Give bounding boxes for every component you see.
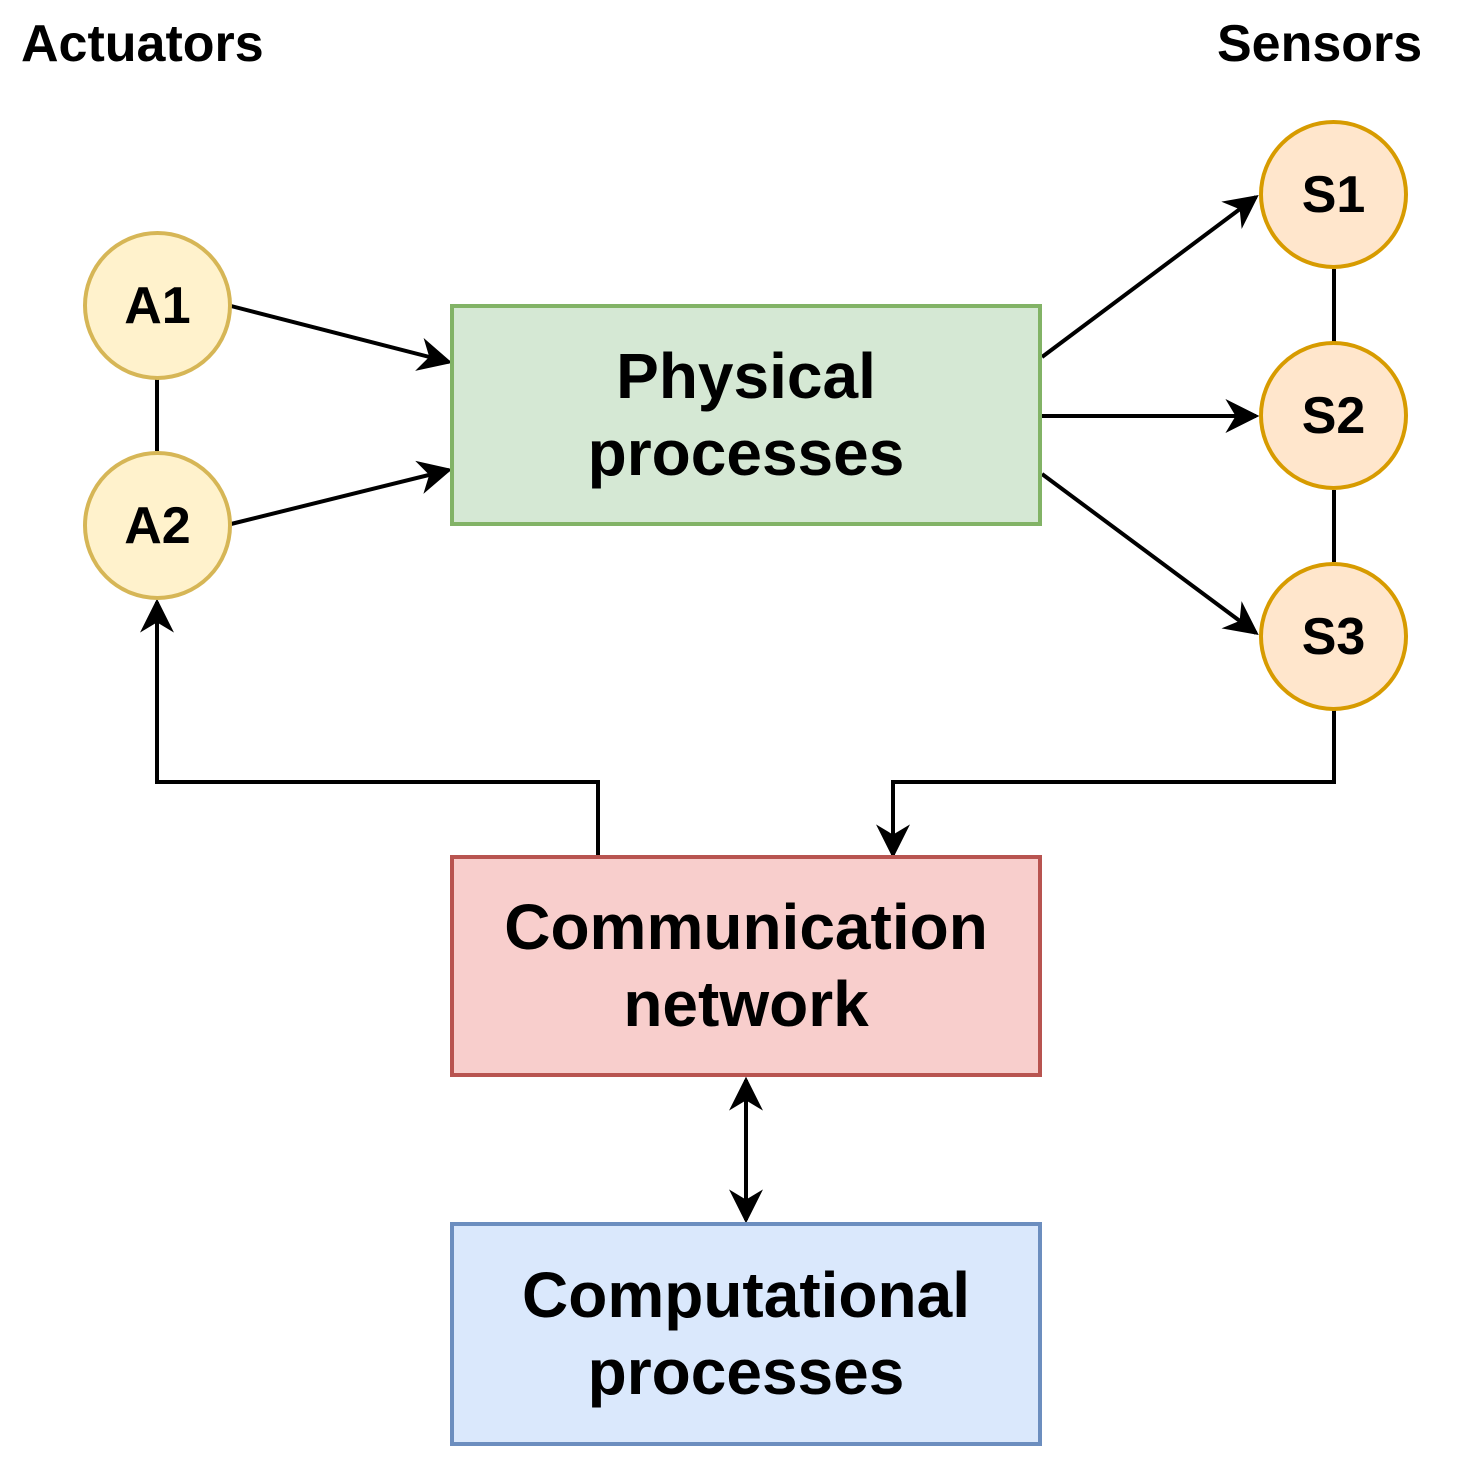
arrow-s3-to-network bbox=[876, 710, 1336, 859]
physical-processes-line2: processes bbox=[587, 417, 905, 489]
physical-processes-line1: Physical bbox=[616, 340, 876, 413]
sensors-heading: Sensors bbox=[1217, 15, 1423, 73]
communication-network-box[interactable]: Communication network bbox=[450, 855, 1042, 1077]
sensor-node-s1-label: S1 bbox=[1301, 165, 1366, 224]
computational-processes-line2: processes bbox=[587, 1336, 905, 1408]
arrow-a1-to-physical bbox=[230, 304, 453, 371]
communication-network-line1: Communication bbox=[504, 891, 988, 964]
communication-network-line2: network bbox=[623, 968, 869, 1040]
sensor-node-s1[interactable]: S1 bbox=[1259, 120, 1408, 269]
actuator-node-a1[interactable]: A1 bbox=[83, 231, 232, 380]
arrow-a2-to-physical bbox=[230, 460, 453, 526]
computational-processes-line1: Computational bbox=[522, 1259, 970, 1332]
sensor-node-s3[interactable]: S3 bbox=[1259, 562, 1408, 711]
sensor-node-s2[interactable]: S2 bbox=[1259, 341, 1408, 490]
actuators-heading: Actuators bbox=[21, 15, 264, 73]
arrow-physical-to-s3 bbox=[1040, 472, 1259, 636]
computational-processes-box[interactable]: Computational processes bbox=[450, 1222, 1042, 1446]
actuator-node-a2-label: A2 bbox=[124, 496, 191, 555]
actuator-node-a2[interactable]: A2 bbox=[83, 451, 232, 600]
sensor-node-s2-label: S2 bbox=[1301, 386, 1366, 445]
actuator-node-a1-label: A1 bbox=[124, 276, 191, 335]
physical-processes-box[interactable]: Physical processes bbox=[450, 304, 1042, 526]
arrow-network-to-a2 bbox=[140, 598, 600, 857]
sensor-node-s3-label: S3 bbox=[1301, 607, 1366, 666]
arrow-physical-to-s1 bbox=[1040, 194, 1259, 359]
